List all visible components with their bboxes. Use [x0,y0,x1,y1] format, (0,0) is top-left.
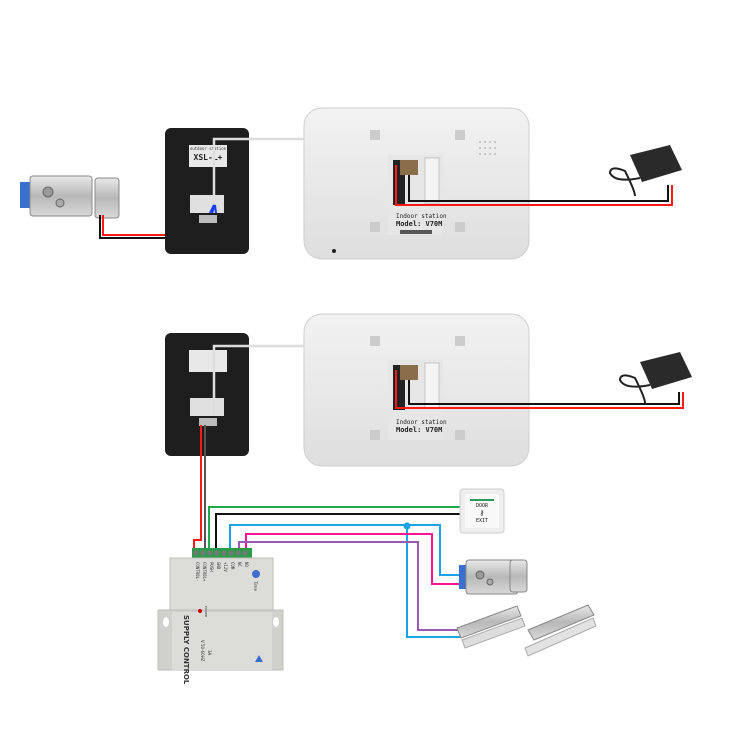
wire-purple-nc [238,541,460,631]
indoor-monitor-bottom: Indoor station Model: V70M [303,313,530,467]
monitor-model: Model: V70M [396,220,442,228]
supply-spec1: V 50-60HZ [200,640,205,662]
time-label: Time [253,580,258,591]
wire-red [395,165,673,206]
wire-black [408,175,669,202]
supply-title: SUPPLY CONTROL [182,615,190,685]
exit-button-line2: EXIT [476,518,488,524]
power-led [198,609,202,613]
supply-spec2: 3A [207,650,212,656]
exit-button-line1: DOOR [476,503,489,509]
key-icon: ⚷ [479,509,484,517]
outdoor-unit-bottom [165,333,249,456]
monitor-title: Indoor station [396,419,447,426]
terminal-label-gnd: GND [216,562,221,570]
time-knob [252,570,260,578]
monitor-model: Model: V70M [396,426,442,434]
outdoor-model: XSL-L+ [194,153,223,162]
wire-red [193,425,202,550]
power-adapter-bottom [618,352,692,404]
terminal-label-push: PUSH [209,562,214,572]
bolt-lock [524,604,597,657]
power-led-label: POWER [204,606,208,617]
monitor-title: Indoor station [396,213,447,220]
terminal-label-control-plus: CONTROL+ [202,562,207,582]
top-system: outdoor station XSL-L+ Indoor station Mo… [20,107,682,260]
wire-pink-no [245,533,462,585]
outdoor-unit-top: outdoor station XSL-L+ [165,128,249,254]
bottom-system: Indoor station Model: V70M DOOR ⚷ EXIT [157,313,692,685]
power-adapter-top [608,145,682,197]
junction-dot [403,522,411,530]
terminal-label-no: NO [244,562,249,567]
electric-lock-top [20,175,120,219]
terminal-label-12v: +12V [223,562,228,572]
electric-lock-bottom [459,559,528,595]
magnetic-lock [456,605,526,649]
wire-red [395,370,684,409]
exit-button: DOOR ⚷ EXIT [459,488,505,534]
outdoor-brand: outdoor station [190,146,227,151]
wire-black [408,380,680,405]
wire-blue-branch [406,525,460,638]
terminal-label-control-minus: CONTROL- [195,562,200,581]
wire-bundle [209,204,217,214]
terminal-label-com: COM [230,562,235,570]
access-power-supply: CONTROL- CONTROL+ PUSH GND +12V COM NC N… [157,548,284,685]
terminal-label-nc: NC [237,562,242,567]
wire-black-gnd [215,513,460,550]
wire-green-push [208,506,460,550]
indoor-monitor-top: Indoor station Model: V70M [303,107,530,260]
wire-blue-com [229,524,462,576]
